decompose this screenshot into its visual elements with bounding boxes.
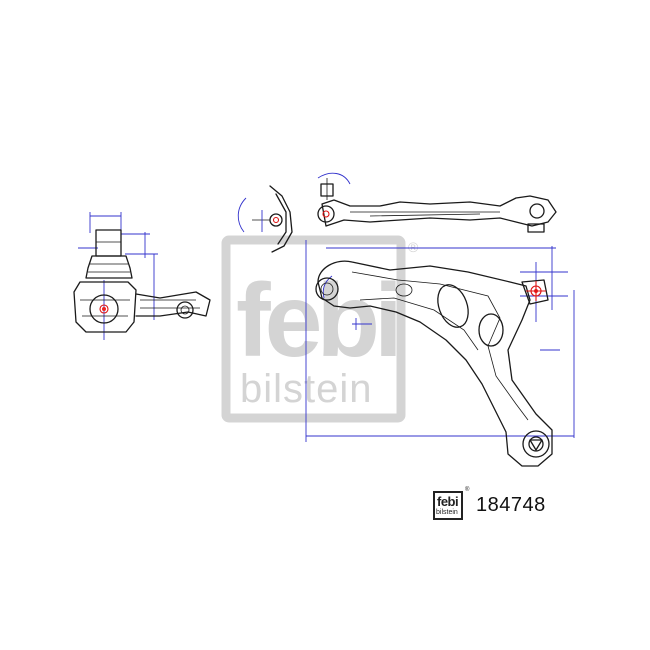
ball-joint-top-view xyxy=(237,185,293,253)
watermark-brand: febi xyxy=(236,263,397,379)
watermark-registered: ® xyxy=(408,239,419,255)
logo-brand: febi xyxy=(437,494,459,509)
control-arm-plan-view xyxy=(305,240,575,467)
febi-watermark: febi bilstein ® xyxy=(221,235,419,423)
control-arm-side-view xyxy=(317,172,557,233)
logo-registered-mark: ® xyxy=(465,487,470,493)
ball-joint-side-view xyxy=(73,212,211,340)
febi-bilstein-logo: febi bilstein xyxy=(433,491,463,520)
logo-sub: bilstein xyxy=(436,509,458,516)
part-number: 184748 xyxy=(476,494,546,516)
